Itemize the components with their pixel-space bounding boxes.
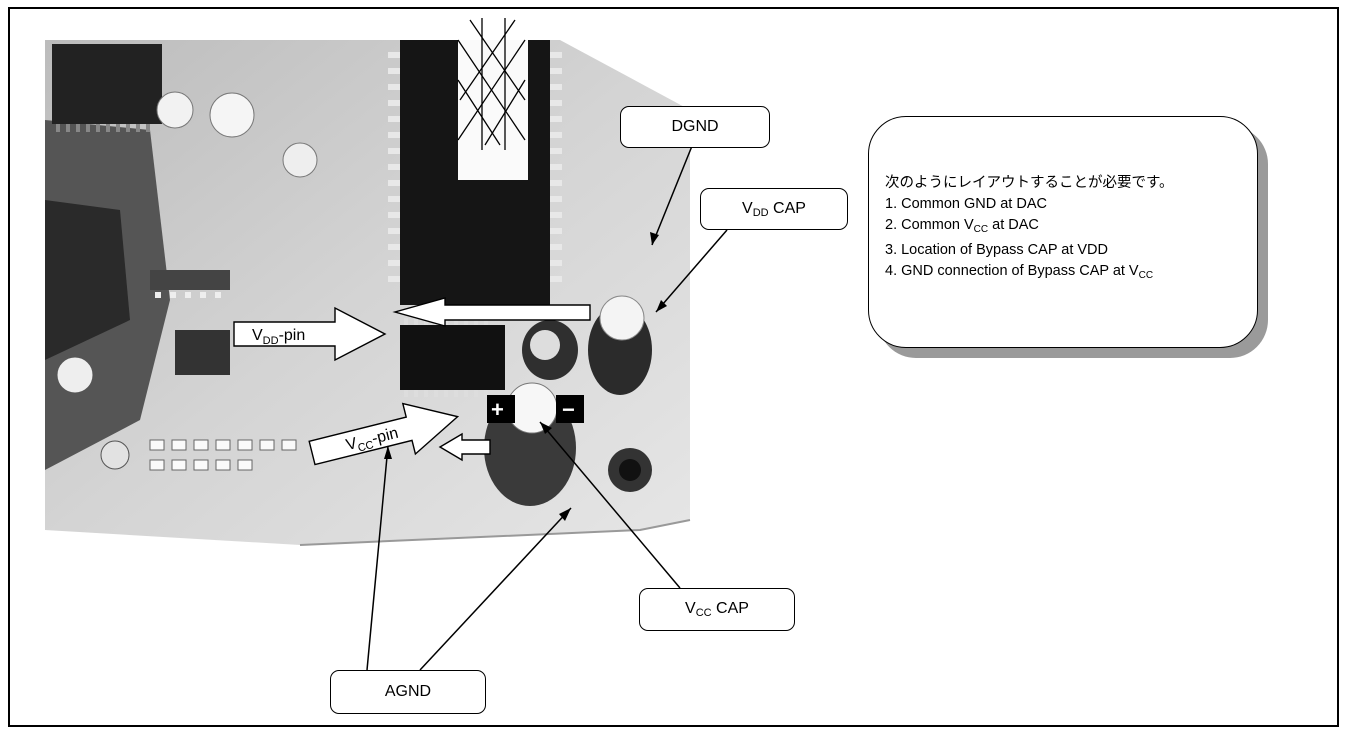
vdd-capacitor	[600, 296, 644, 340]
plus-marker: +	[491, 397, 504, 422]
vcc-cap-label: VCC CAP	[639, 588, 795, 631]
note-item-4: 4. GND connection of Bypass CAP at VCC	[885, 261, 1257, 286]
vdd-cap-label: VDD CAP	[700, 188, 848, 230]
minus-marker: −	[562, 397, 575, 422]
dgnd-label: DGND	[620, 106, 770, 148]
note-item-3: 3. Location of Bypass CAP at VDD	[885, 240, 1257, 261]
note-item-2: 2. Common VCC at DAC	[885, 215, 1257, 240]
agnd-label-text: AGND	[385, 683, 431, 701]
dac-chip	[400, 325, 505, 390]
note-heading: 次のようにレイアウトすることが必要です。	[885, 173, 1257, 194]
note-item-1: 1. Common GND at DAC	[885, 194, 1257, 215]
dgnd-label-text: DGND	[671, 118, 718, 136]
ic-chip-top-left	[52, 44, 162, 124]
vdd-cap-label-text: VDD CAP	[742, 200, 806, 219]
agnd-label: AGND	[330, 670, 486, 714]
layout-requirements-note: 次のようにレイアウトすることが必要です。 1. Common GND at DA…	[868, 116, 1258, 348]
vcc-cap-label-text: VCC CAP	[685, 600, 749, 619]
